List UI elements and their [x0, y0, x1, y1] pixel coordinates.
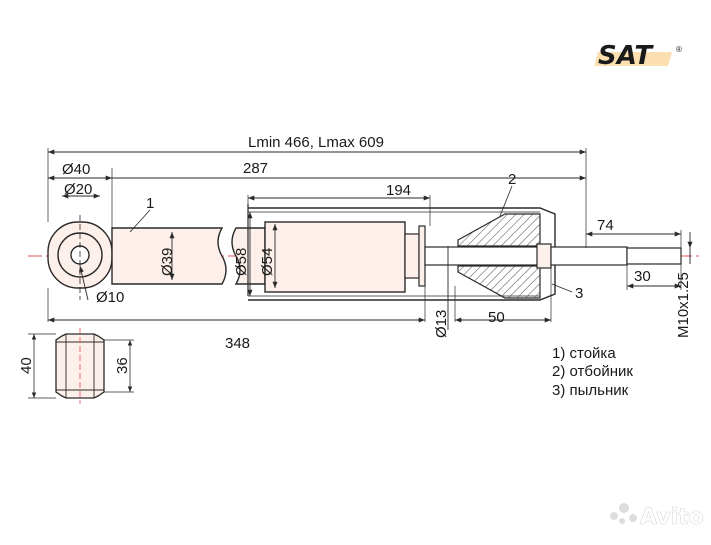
- eye-inner-diameter-label: Ø20: [64, 181, 92, 198]
- rod-diameter-label: Ø13: [433, 310, 450, 338]
- bushing-height-36-label: 36: [114, 357, 131, 374]
- callout-1: 1: [146, 195, 154, 212]
- overall-length-label: Lmin 466, Lmax 609: [248, 134, 384, 151]
- boot-outer-diameter-label: Ø58: [233, 248, 250, 276]
- length-287-label: 287: [243, 160, 268, 177]
- lower-eye: [47, 215, 113, 300]
- watermark-text: Avito: [640, 505, 704, 530]
- length-74-label: 74: [597, 217, 614, 234]
- watermark: Avito: [610, 503, 704, 530]
- bolt-hole-diameter-label: Ø10: [96, 289, 124, 306]
- thread-section: [626, 247, 682, 265]
- length-194-label: 194: [386, 182, 411, 199]
- callout-3: 3: [575, 285, 583, 302]
- sat-logo-icon: SAT ®: [594, 41, 682, 71]
- length-50-label: 50: [488, 309, 505, 326]
- piston-rod: [424, 243, 682, 269]
- thread-spec-label: M10x1.25: [675, 272, 692, 338]
- cylinder-diameter-label: Ø39: [159, 248, 176, 276]
- callout-2: 2: [508, 171, 516, 188]
- logo-reg-mark: ®: [676, 45, 682, 54]
- legend-item-1: 1) стойка: [552, 345, 616, 362]
- bump-stop: [457, 213, 541, 299]
- bushing-dimension-lines: [28, 333, 134, 399]
- dimension-lines: [48, 149, 693, 330]
- legend-item-2: 2) отбойник: [552, 363, 633, 380]
- eye-outer-diameter-label: Ø40: [62, 161, 90, 178]
- cylinder-body: [111, 221, 426, 293]
- legend-item-3: 3) пыльник: [552, 382, 629, 399]
- callout-leaders: [129, 185, 573, 293]
- body-diameter-label: Ø54: [259, 248, 276, 276]
- length-348-label: 348: [225, 335, 250, 352]
- logo-text: SAT: [598, 41, 654, 71]
- length-30-label: 30: [634, 268, 651, 285]
- bushing-height-40-label: 40: [18, 357, 35, 374]
- parts-legend: 1) стойка 2) отбойник 3) пыльник: [552, 345, 633, 399]
- bushing-side-view: [55, 328, 105, 404]
